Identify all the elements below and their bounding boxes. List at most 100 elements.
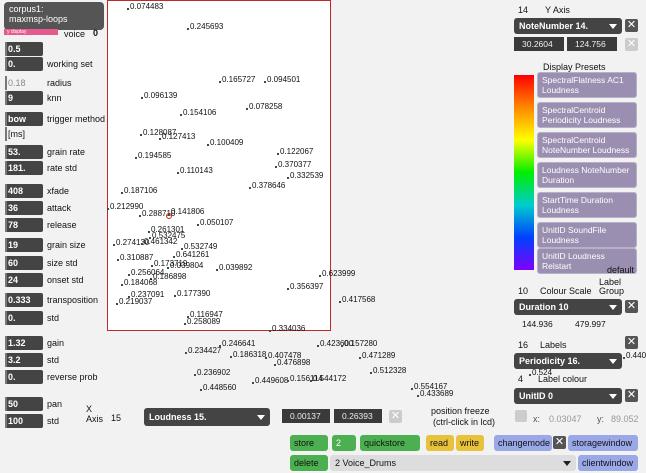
x-axis-label: X [86,404,93,414]
y-axis-menu[interactable]: NoteNumber 14. [514,18,622,34]
x-axis-menu-label: Loudness 15. [149,412,207,422]
chevron-down-icon [257,415,265,420]
param-value-box[interactable]: 0.333 [5,293,43,307]
corpus-header[interactable]: corpus1: maxmsp-loops [4,2,104,30]
colour-scale-label: Colour Scale [540,286,592,296]
plot-point-label: 0.461342 [140,237,178,246]
display-preset-button[interactable]: Loudness NoteNumber Duration [537,162,637,188]
position-freeze-toggle[interactable] [515,410,527,422]
x-axis-menu[interactable]: Loudness 15. [144,408,270,426]
read-button[interactable]: read [426,435,454,451]
labels-menu[interactable]: Periodicity 16. [514,353,622,369]
chevron-down-icon [609,24,617,29]
plot-point-label: 0.165727 [218,75,256,84]
x-axis-reset-icon[interactable]: ✕ [389,410,402,423]
y-axis-max[interactable]: 124.756 [567,37,617,51]
preset-file-menu[interactable]: 2 Voice_Drums [330,455,576,471]
plot-point-label: 0.156114 [287,374,323,383]
display-preset-button[interactable]: SpectralFlatness AC1 Loudness [537,72,637,98]
delete-button[interactable]: delete [290,455,328,471]
colour-scale-menu[interactable]: Duration 10 [514,299,622,315]
coord-y-label: y: [597,414,605,424]
display-preset-button[interactable]: UnitID Loudness Relstart [537,248,637,274]
param-label: transposition [47,295,99,305]
param-label: size std [47,258,78,268]
param-value-box[interactable]: 50 [5,397,43,411]
y-display-badge: y display [4,29,58,35]
colour-scale-min[interactable]: 144.936 [514,317,564,331]
display-preset-button[interactable]: SpectralCentroid NoteNumber Loudness [537,132,637,158]
param-value-box[interactable]: 100 [5,414,43,428]
x-axis-index: 15 [111,413,122,423]
param-value-box[interactable]: 60 [5,256,43,270]
plot-point-label: 0.512328 [369,366,407,375]
x-axis-min[interactable]: 0.00137 [282,409,330,423]
plot-point-label: 0.122067 [276,147,314,156]
param-value-box[interactable]: 181. [5,161,43,175]
labels-close-icon[interactable]: ✕ [625,336,638,349]
plot-point-label: 0.256064 [127,268,165,277]
plot-point-label: 0.194585 [134,151,172,160]
param-value-box[interactable]: 0.5 [5,42,43,56]
param-value-box[interactable]: 19 [5,238,43,252]
param-value-box[interactable]: 3.2 [5,353,43,367]
store-button[interactable]: store [290,435,328,451]
param-label: gain [47,338,65,348]
param-value-box[interactable]: 0. [5,311,43,325]
param-value-box: 0.18 [5,76,43,90]
y-axis-reset-icon[interactable]: ✕ [625,38,638,51]
plot-point-label: 0.096139 [140,91,178,100]
param-value-box[interactable]: 408 [5,184,43,198]
plot-point-label: 0.261301 [147,225,185,234]
param-value-box[interactable]: 78 [5,218,43,232]
scatter-plot[interactable] [107,0,331,331]
display-presets-title: Display Presets [543,62,606,72]
quickstore-button[interactable]: quickstore [360,435,420,451]
plot-point-label: 0.440 [622,351,646,360]
clientwindow-button[interactable]: clientwindow [578,455,638,471]
changemode-button[interactable]: changemode [494,435,552,451]
y-axis-min[interactable]: 30.2604 [514,37,564,51]
display-preset-button[interactable]: SpectralCentroid Periodicity Loudness [537,102,637,128]
param-label: grain rate [47,147,86,157]
param-value-box[interactable]: 0. [5,57,43,71]
storagewindow-button[interactable]: storagewindow [568,435,638,451]
plot-point-label: 0.116947 [187,310,223,319]
param-label: radius [47,78,72,88]
coord-x-value: 0.03047 [549,414,582,424]
plot-point-label: 0.127413 [158,132,196,141]
coord-x-label: x: [533,414,541,424]
param-value-box[interactable]: 9 [5,91,43,105]
plot-point-label: 0.449608 [251,376,289,385]
label-colour-menu[interactable]: UnitID 0 [514,388,622,404]
label-colour-label: Label colour [538,374,588,384]
label-group-label: Label Group [599,277,625,296]
plot-point-label: 0.334036 [268,324,306,333]
plot-point-label: 0.544172 [309,374,347,383]
plot-point-label: 0.370377 [274,160,312,169]
colour-scale-max[interactable]: 479.997 [567,317,617,331]
store-slot-number[interactable]: 2 [332,435,356,451]
x-axis-max[interactable]: 0.26393 [334,409,382,423]
preset-file-menu-label: 2 Voice_Drums [335,458,397,468]
colour-scale-close-icon[interactable]: ✕ [625,300,638,313]
labels-menu-label: Periodicity 16. [519,356,581,366]
param-label: grain size [47,240,86,250]
changemode-close-icon[interactable]: ✕ [553,436,566,449]
plot-point-label: 0.219037 [115,297,153,306]
display-preset-button[interactable]: StartTime Duration Loudness [537,192,637,218]
param-value-box[interactable]: bow [5,112,43,126]
param-value-box[interactable]: 53. [5,145,43,159]
write-button[interactable]: write [456,435,484,451]
y-axis-close-icon[interactable]: ✕ [625,19,638,32]
plot-point-label: 0.356397 [286,282,324,291]
param-value-box[interactable]: 0. [5,370,43,384]
display-preset-button[interactable]: UnitID SoundFile Loudness [537,222,637,248]
voice-value: 0 [93,28,99,38]
label-colour-close-icon[interactable]: ✕ [625,389,638,402]
param-value-box[interactable]: 24 [5,273,43,287]
plot-point-label: 0.110143 [177,166,213,175]
param-value-box[interactable]: 1.32 [5,336,43,350]
coord-y-value: 89.052 [611,414,639,424]
param-value-box[interactable]: 36 [5,201,43,215]
